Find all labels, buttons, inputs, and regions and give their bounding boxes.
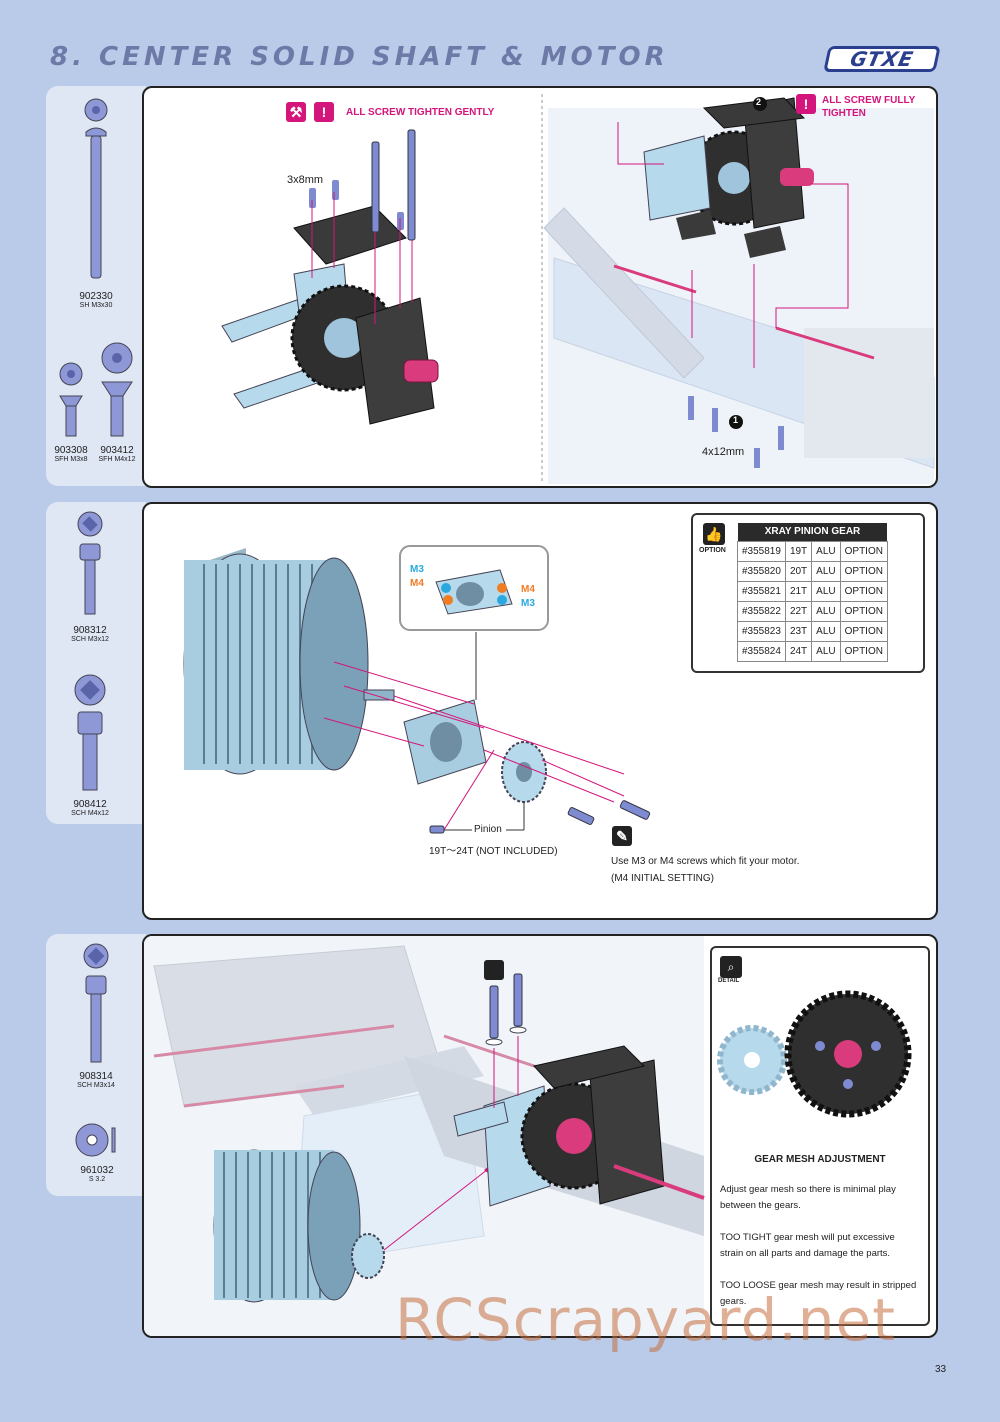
hole-label-m4-left: M4 — [410, 578, 424, 589]
part-903412: 903412 SFH M4x12 — [94, 340, 140, 463]
part-902330: 902330 SH M3x30 — [58, 96, 134, 309]
label-3x8: 3x8mm — [287, 174, 324, 186]
detail-paragraph-2: TOO TIGHT gear mesh will put excessive s… — [720, 1232, 895, 1259]
gear-mesh-diagram — [717, 990, 912, 1118]
detail-paragraph-3: TOO LOOSE gear mesh may result in stripp… — [720, 1280, 917, 1307]
magnifier-icon: ⌕ — [720, 956, 742, 978]
screw-icon — [101, 342, 133, 437]
brand-logo: GTXE — [823, 46, 941, 72]
detail-title: GEAR MESH ADJUSTMENT — [754, 1154, 886, 1165]
part-903308: 903308 SFH M3x8 — [50, 360, 92, 463]
initial-setting: (M4 INITIAL SETTING) — [611, 873, 714, 884]
part-961032: 961032 S 3.2 — [62, 1120, 132, 1183]
page-number: 33 — [935, 1364, 947, 1375]
watermark: RCScrapyard.net — [395, 1286, 896, 1354]
step-mark-1: 1 — [733, 415, 739, 425]
part-908312: 908312 SCH M3x12 — [60, 510, 120, 643]
hole-label-m4-right: M4 — [521, 584, 535, 595]
part-908412: 908412 SCH M4x12 — [58, 672, 122, 817]
pinion-label: Pinion — [474, 824, 502, 835]
gear-mesh-detail-box: ⌕ DETAIL GEAR MESH ADJUSTMENT Adjust gea… — [710, 946, 930, 1326]
label-4x12: 4x12mm — [702, 446, 745, 458]
note-tighten-gently: ALL SCREW TIGHTEN GENTLY — [346, 107, 495, 118]
table-title: XRAY PINION GEAR — [737, 523, 888, 541]
step1-illustration — [221, 94, 935, 484]
screw-icon — [59, 362, 83, 437]
screw-icon — [84, 98, 108, 279]
hole-label-m3-left: M3 — [410, 564, 424, 575]
detail-paragraph-1: Adjust gear mesh so there is minimal pla… — [720, 1184, 896, 1211]
pinion-range: 19T～24T (NOT INCLUDED) — [429, 846, 558, 857]
screw-note: Use M3 or M4 screws which fit your motor… — [611, 856, 800, 867]
page-title: 8. CENTER SOLID SHAFT & MOTOR — [50, 42, 669, 72]
warning-icon: ! — [314, 102, 334, 122]
screw-icon — [77, 511, 103, 615]
hole-label-m3-right: M3 — [521, 598, 535, 609]
step-mark-2: 2 — [756, 97, 762, 107]
warning-icon-right: ! — [796, 94, 816, 114]
thumbs-up-icon: 👍 — [703, 523, 725, 545]
screw-icon — [74, 674, 106, 791]
note-fully-tighten: ALL SCREW FULLY TIGHTEN — [822, 95, 916, 119]
detail-label: DETAIL — [718, 978, 740, 984]
step3-illustration — [144, 936, 705, 1336]
threadlock-icon: ✎ — [612, 826, 632, 846]
screw-icon — [83, 943, 109, 1063]
part-908314: 908314 SCH M3x14 — [64, 942, 128, 1089]
tool-icon: ⚒ — [286, 102, 306, 122]
step1-panel: ⚒ ! ALL SCREW TIGHTEN GENTLY ! ALL SCREW… — [142, 86, 938, 488]
washer-icon — [75, 1123, 116, 1157]
option-label: OPTION — [699, 547, 726, 554]
